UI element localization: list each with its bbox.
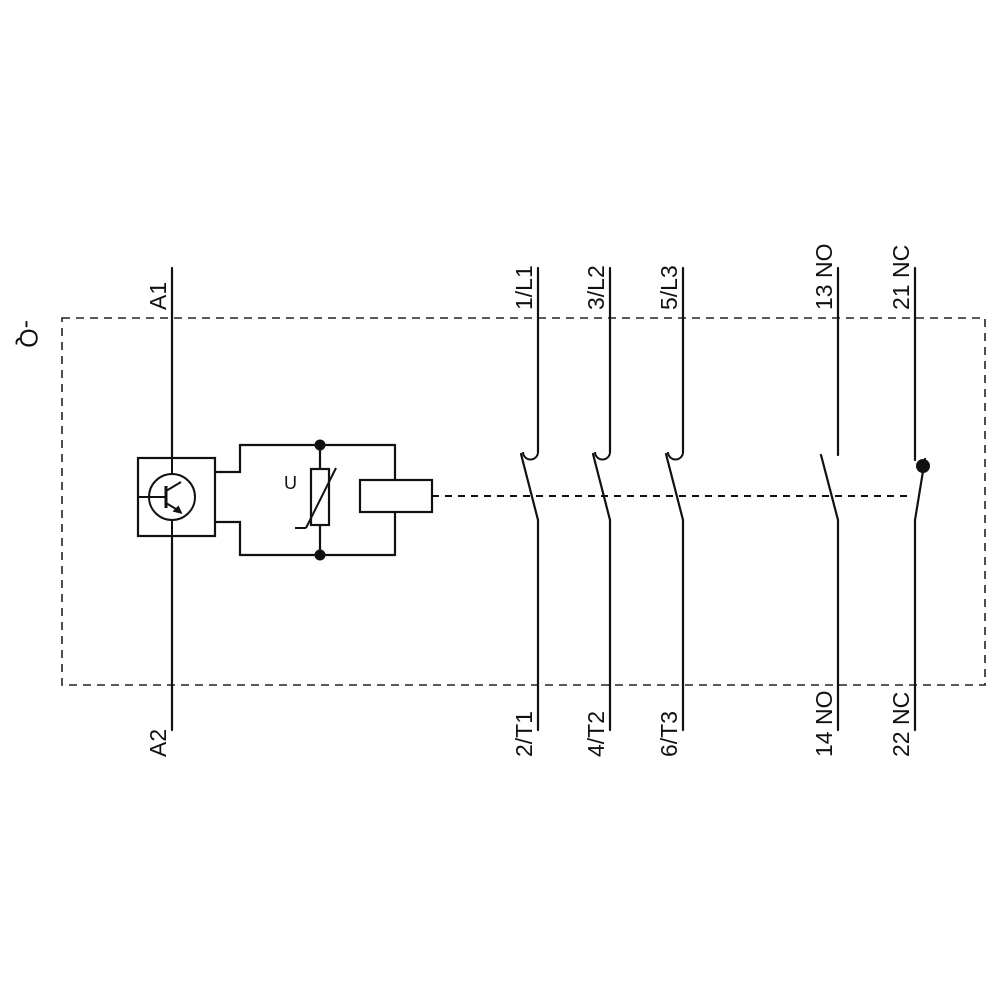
aux-pole-nc (913, 266, 930, 732)
coil-element-box (358, 478, 434, 514)
moving-contact (819, 453, 840, 522)
terminal-label-6t3: 6/T3 (656, 711, 682, 757)
contactor-boundary-outline (61, 317, 986, 686)
junction-dot-bottom (314, 549, 326, 561)
coil-wire-top-left (213, 443, 242, 474)
contact-tip-arc (667, 451, 684, 461)
moving-contact (913, 457, 927, 522)
terminal-label-3l2: 3/L2 (583, 265, 609, 310)
moving-contact (519, 452, 540, 522)
moving-contact (591, 452, 612, 522)
varistor-icon (295, 443, 337, 557)
aux-pole-no (819, 266, 840, 732)
varistor-voltage-label: U (284, 473, 297, 493)
terminal-label-a2: A2 (145, 729, 171, 757)
coil-circuit: U (136, 266, 434, 732)
device-designation-label: -Q (14, 320, 42, 348)
contact-tip-arc (594, 451, 611, 461)
terminal-label-22nc: 22 NC (888, 692, 914, 757)
terminal-label-4t2: 4/T2 (583, 711, 609, 757)
moving-contact (664, 452, 685, 522)
terminal-label-5l3: 5/L3 (656, 265, 682, 310)
contact-tip-arc (522, 451, 539, 461)
terminal-label-21nc: 21 NC (888, 245, 914, 310)
terminal-label-14no: 14 NO (811, 691, 837, 757)
main-pole-l2 (591, 266, 612, 732)
terminal-label-13no: 13 NO (811, 244, 837, 310)
main-pole-l3 (664, 266, 685, 732)
terminal-label-2t1: 2/T1 (511, 711, 537, 757)
main-pole-l1 (519, 266, 540, 732)
transistor-icon (138, 458, 183, 536)
terminal-label-a1: A1 (145, 282, 171, 310)
junction-dot-top (314, 439, 326, 451)
coil-wire-bottom-left (213, 520, 242, 557)
terminal-label-1l1: 1/L1 (511, 265, 537, 310)
